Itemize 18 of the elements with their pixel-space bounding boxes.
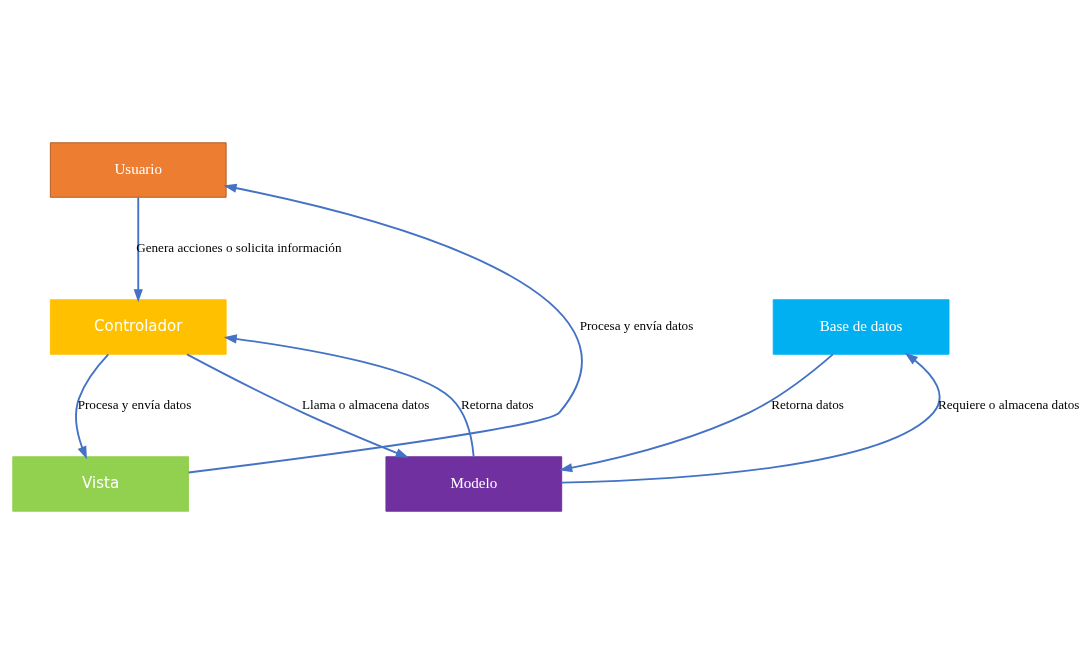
arrow (133, 196, 143, 303)
edge-label: Requiere o almacena datos (938, 396, 1080, 412)
arrow (560, 352, 941, 484)
edge-label: Retorna datos (460, 396, 534, 412)
node-box: Usuario (49, 142, 227, 198)
edge-label: Procesa y envía datos (579, 318, 694, 334)
edge-label: Procesa y envía datos (77, 396, 192, 412)
arrow (187, 183, 583, 474)
edge-label: Retorna datos (771, 396, 844, 412)
node-box: Base de datos (772, 299, 950, 355)
node-box: Modelo (385, 456, 563, 512)
arrow (75, 353, 110, 460)
node-box: Vista (12, 456, 189, 512)
arrow (223, 334, 475, 458)
node-box: Controlador (49, 299, 227, 355)
edge-label: Llama o almacena datos (301, 396, 430, 412)
arrow (559, 353, 834, 473)
arrow (186, 353, 409, 458)
